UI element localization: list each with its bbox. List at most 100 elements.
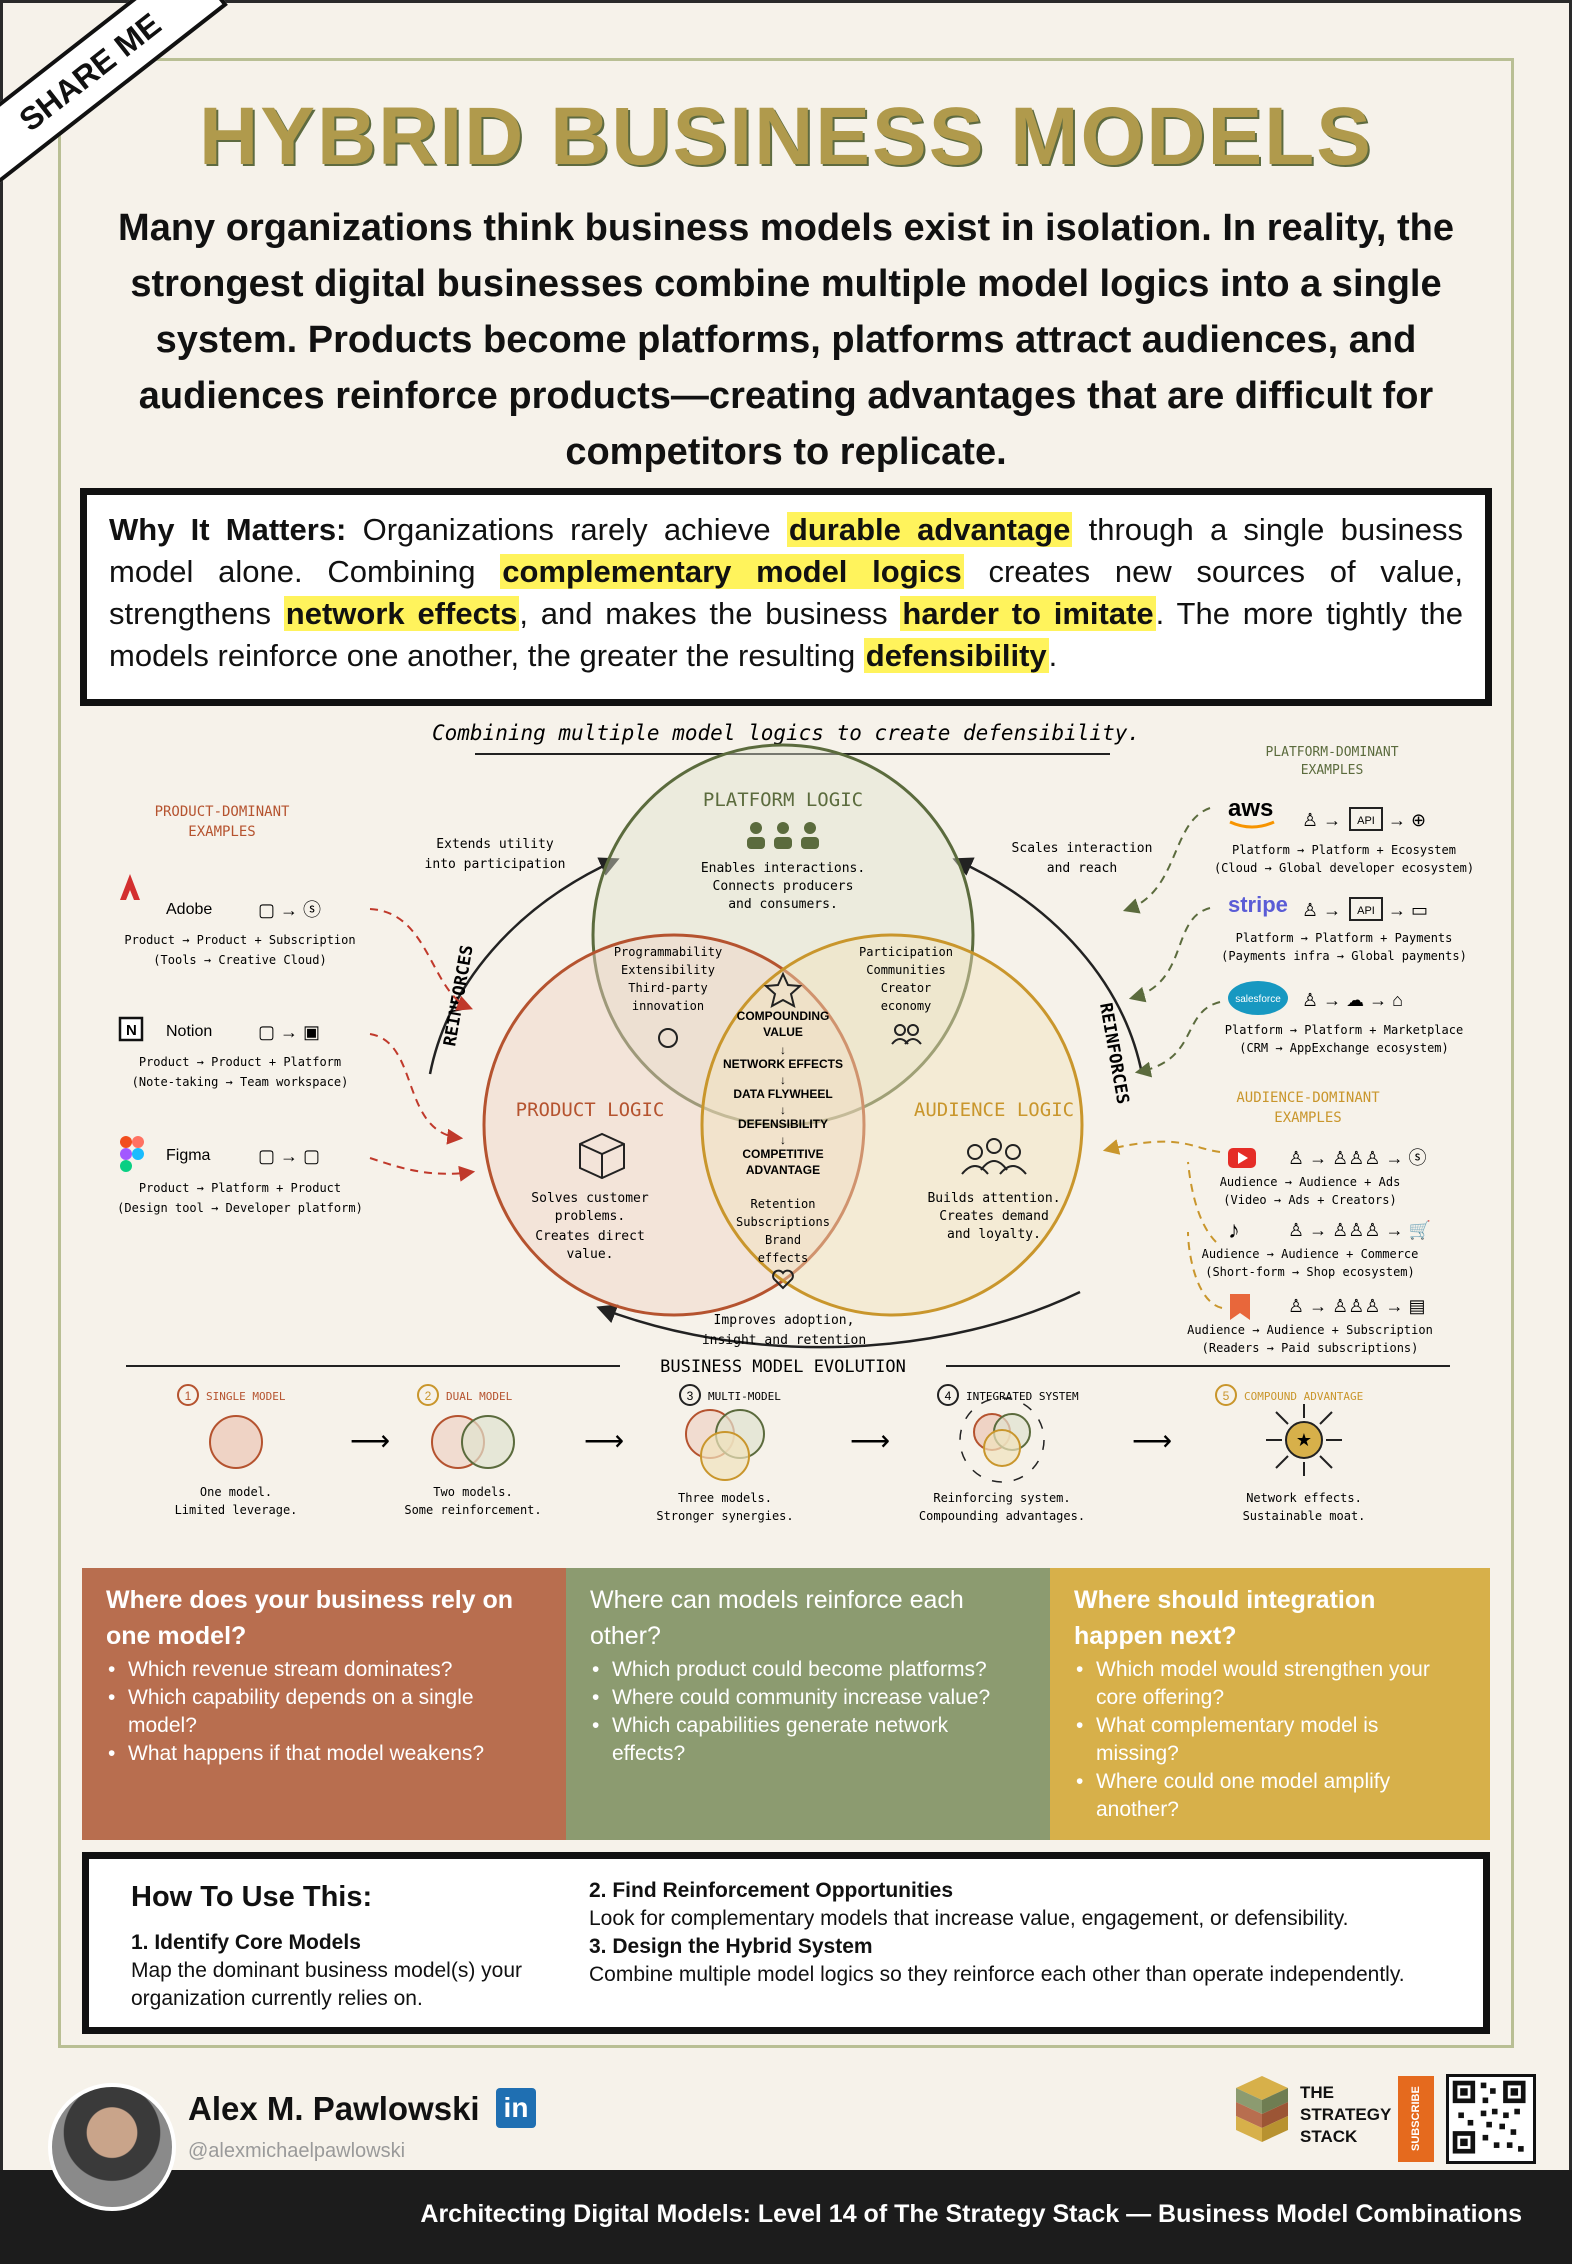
why-text-6: .	[1048, 638, 1058, 673]
figma-line2: (Design tool → Developer platform)	[117, 1201, 363, 1215]
evolution-step-4: 4 INTEGRATED SYSTEM Reinforcing system. …	[919, 1384, 1085, 1523]
how-column-1: 1. Identify Core Models Map the dominant…	[131, 1929, 571, 2013]
question-box-integration: Where should integration happen next? Wh…	[1050, 1568, 1490, 1840]
pp-2: Extensibility	[621, 963, 715, 977]
evo-arrow-4: ⟶	[1132, 1425, 1172, 1456]
stripe-line1: Platform → Platform + Payments	[1236, 931, 1453, 945]
stripe-logo: stripe	[1228, 892, 1288, 917]
substack-arrow	[1187, 1231, 1223, 1309]
pa2-3: Brand	[765, 1233, 801, 1247]
step4-loop	[959, 1397, 1045, 1483]
box1-item: Which revenue stream dominates?	[106, 1656, 542, 1684]
step5-line1: Network effects.	[1246, 1491, 1362, 1505]
center-6: COMPETITIVE	[742, 1147, 823, 1161]
question-box-one-model: Where does your business rely on one mod…	[82, 1568, 566, 1840]
notion-logo-letter: N	[126, 1022, 137, 1039]
author-avatar	[48, 2083, 176, 2211]
audience-desc-3: and loyalty.	[947, 1227, 1041, 1242]
heart-icon	[772, 1269, 794, 1290]
product-circle	[482, 933, 866, 1317]
inner-frame	[58, 58, 1514, 2048]
youtube-play-icon	[1238, 1152, 1248, 1164]
substack-flow-icon: ♙ → ♙♙♙ → ▤	[1288, 1296, 1426, 1316]
evo-arrow-3: ⟶	[850, 1425, 890, 1456]
box1-item: What happens if that model weakens?	[106, 1740, 542, 1768]
box3-list: Which model would strengthen your core o…	[1074, 1656, 1466, 1824]
youtube-arrow	[1102, 1139, 1221, 1155]
step1-circle	[209, 1415, 263, 1469]
salesforce-logo-icon	[1228, 981, 1288, 1015]
center-3: NETWORK EFFECTS	[723, 1057, 843, 1071]
audience-circle	[700, 933, 1084, 1317]
figma-line1: Product → Platform + Product	[139, 1181, 341, 1195]
step4-line2: Compounding advantages.	[919, 1509, 1085, 1523]
product-examples-title-1: PRODUCT-DOMINANT	[155, 804, 290, 820]
platform-circle	[591, 743, 975, 1127]
arc-bottom	[596, 1290, 1081, 1349]
diagram-svg: Combining multiple model logics to creat…	[117, 721, 1474, 1523]
box2-item: Which product could become platforms?	[590, 1656, 1026, 1684]
step2-title: 2. Find Reinforcement Opportunities	[589, 1879, 954, 1902]
box1-title: Where does your business rely on one mod…	[106, 1586, 514, 1650]
platform-desc-2: Connects producers	[713, 879, 854, 894]
aws-user-icon: ♙ →	[1302, 810, 1341, 830]
linkedin-icon[interactable]: in	[496, 2088, 536, 2128]
aws-smile-icon	[1229, 820, 1275, 829]
step3-number: 3	[687, 1389, 694, 1403]
evolution-step-1: 1 SINGLE MODEL One model. Limited levera…	[175, 1384, 297, 1517]
step5-star-icon: ★	[1296, 1430, 1312, 1450]
notion-arrow	[369, 1033, 464, 1145]
question-box-reinforce: Where can models reinforce each other? W…	[566, 1568, 1050, 1840]
step1-number: 1	[185, 1389, 192, 1403]
box3-item: Where could one model amplify another?	[1074, 1768, 1466, 1824]
step4-label: INTEGRATED SYSTEM	[966, 1390, 1079, 1403]
box3-title: Where should integration happen next?	[1074, 1586, 1376, 1650]
box1-item: Which capability depends on a single mod…	[106, 1684, 542, 1740]
box2-item: Which capabilities generate network effe…	[590, 1712, 1026, 1768]
audience-examples-title-2: EXAMPLES	[1274, 1110, 1341, 1126]
aws-line1: Platform → Platform + Ecosystem	[1232, 843, 1456, 857]
box2-item: Where could community increase value?	[590, 1684, 1026, 1712]
arrow-left-line2: into participation	[425, 857, 566, 872]
author-handle[interactable]: @alexmichaelpawlowski	[188, 2140, 406, 2162]
brand-title: THE STRATEGY STACK	[1300, 2082, 1391, 2148]
adobe-arrow	[369, 908, 473, 1011]
subscribe-button[interactable]: SUBSCRIBE	[1398, 2076, 1434, 2162]
figma-flow-icon: ▢ → ▢	[258, 1146, 320, 1166]
how-column-2: 2. Find Reinforcement Opportunities Look…	[589, 1877, 1469, 1989]
audience-desc-1: Builds attention.	[927, 1191, 1060, 1206]
pa2-1: Retention	[750, 1197, 815, 1211]
center-2: VALUE	[763, 1025, 803, 1039]
figma-arrow	[369, 1157, 476, 1182]
highlight-defensibility: defensibility	[863, 638, 1049, 673]
pp-3: Third-party	[628, 981, 707, 995]
step5-line2: Sustainable moat.	[1243, 1509, 1366, 1523]
notion-name: Notion	[166, 1023, 212, 1040]
salesforce-line1: Platform → Platform + Marketplace	[1225, 1023, 1463, 1037]
page-title: HYBRID BUSINESS MODELS	[199, 91, 1373, 182]
step3-desc: Combine multiple model logics so they re…	[589, 1963, 1405, 1986]
qr-code-icon[interactable]	[1446, 2074, 1536, 2164]
step5-number: 5	[1223, 1389, 1230, 1403]
audience-icon	[961, 1138, 1027, 1175]
lead-paragraph: Many organizations think business models…	[118, 207, 1454, 473]
box2-title: Where can models reinforce each other?	[590, 1586, 964, 1650]
platform-examples-title-2: EXAMPLES	[1301, 763, 1364, 778]
step3-title: 3. Design the Hybrid System	[589, 1935, 873, 1958]
platform-icon	[747, 822, 819, 849]
why-label: Why It Matters:	[109, 512, 347, 547]
tiktok-line2: (Short-form → Shop ecosystem)	[1205, 1265, 1415, 1279]
highlight-network-effects: network effects	[283, 596, 520, 631]
center-1: COMPOUNDING	[737, 1009, 830, 1023]
down-arrow-1: ↓	[780, 1043, 786, 1057]
how-heading: How To Use This:	[131, 1881, 373, 1913]
step2-label: DUAL MODEL	[446, 1390, 513, 1403]
pa-1: Participation	[859, 945, 953, 959]
adobe-line1: Product → Product + Subscription	[124, 933, 355, 947]
product-box-icon	[579, 1132, 625, 1180]
product-examples-title-2: EXAMPLES	[188, 824, 255, 840]
gear-icon	[658, 1028, 678, 1048]
stripe-api-label: API	[1357, 905, 1375, 917]
footer-bar: Architecting Digital Models: Level 14 of…	[0, 2170, 1572, 2264]
notion-line1: Product → Product + Platform	[139, 1055, 341, 1069]
